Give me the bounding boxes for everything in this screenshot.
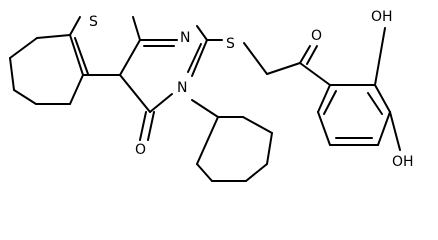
oxygen-amide-label: O: [135, 142, 146, 158]
bond: [69, 34, 84, 76]
hydroxyl-bonds: [374, 27, 401, 151]
bond: [377, 111, 391, 146]
bond: [243, 42, 268, 75]
bond: [119, 39, 141, 76]
bond: [69, 74, 84, 105]
bond: [69, 16, 81, 36]
bond: [9, 37, 38, 59]
bond: [196, 25, 208, 41]
bond: [374, 84, 391, 113]
nitrogen-top-label: N: [180, 30, 190, 46]
bond: [317, 111, 331, 146]
bond: [266, 132, 273, 165]
bond: [323, 90, 337, 115]
bond: [367, 92, 383, 115]
bond: [299, 45, 311, 64]
bond: [74, 37, 89, 75]
bond: [306, 45, 318, 65]
bond: [36, 34, 71, 39]
bond: [149, 93, 173, 113]
bond: [299, 62, 331, 86]
sulfur-link-label: S: [226, 36, 235, 52]
nitrogen-bottom-label: N: [177, 80, 187, 96]
bond: [13, 89, 37, 105]
hydroxyl-para-label: OH: [392, 154, 414, 170]
bond: [374, 27, 386, 86]
cyclohexyl-bonds: [191, 99, 273, 182]
tetrahydro-ring-bonds: [9, 34, 84, 105]
bond: [245, 163, 268, 182]
bond: [147, 111, 155, 141]
sulfur-ring-label: S: [89, 14, 98, 30]
bond: [119, 74, 151, 113]
bond: [242, 116, 273, 134]
bond: [139, 111, 147, 141]
oxygen-ketone-label: O: [311, 28, 322, 44]
bond: [317, 84, 331, 113]
bond: [389, 111, 401, 151]
hydroxyl-ortho-label: OH: [371, 9, 393, 25]
bond: [132, 16, 141, 41]
bond: [196, 116, 219, 165]
bond: [191, 39, 208, 77]
thiophene-ring-bonds: [69, 16, 141, 76]
bond: [191, 99, 219, 118]
chemical-structure: S N S N O O OH OH: [9, 9, 414, 182]
pyrimidinone-ring-bonds: [119, 25, 208, 141]
bond: [187, 43, 202, 73]
bond: [196, 163, 213, 182]
bond: [266, 62, 301, 75]
dihydroxyphenyl-ring-bonds: [317, 84, 391, 146]
bond: [9, 57, 15, 91]
linker-bonds: [206, 39, 331, 86]
